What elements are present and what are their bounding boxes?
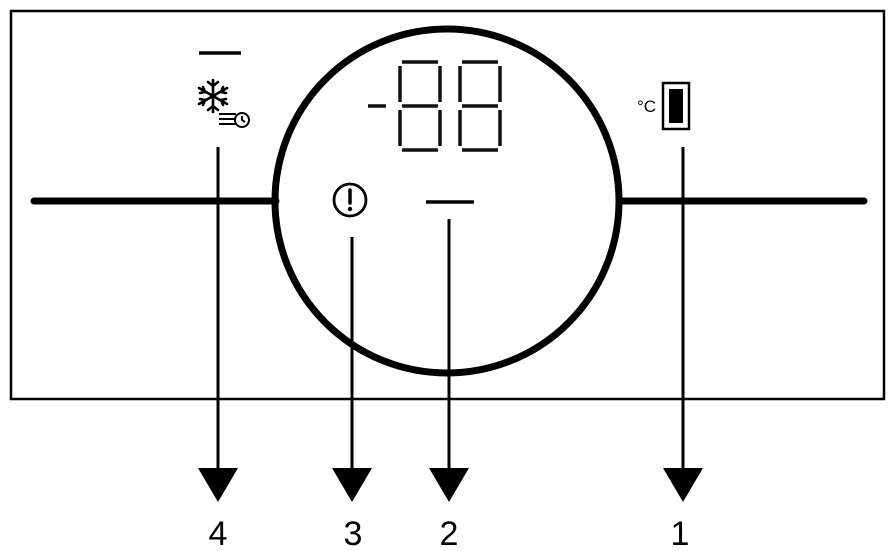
timer-lines-icon [219, 112, 250, 128]
callout-label-4: 4 [209, 515, 228, 551]
temperature-bar-outline [661, 81, 691, 131]
alarm-warning-icon [332, 182, 368, 218]
digit-eight-2 [458, 60, 502, 152]
temperature-bar-icon: °C [637, 81, 691, 131]
temperature-bar-fill [669, 89, 683, 123]
callout-label-1: 1 [671, 515, 690, 551]
callout-1-pointer [663, 147, 703, 502]
callout-4-pointer [198, 147, 238, 502]
callout-label-3: 3 [344, 515, 363, 551]
digit-eight-1 [398, 60, 442, 152]
temperature-unit-label: °C [637, 97, 656, 116]
callout-label-2: 2 [440, 515, 459, 551]
super-freeze-timer-icon [197, 51, 250, 128]
display-ring [271, 25, 623, 377]
callout-3-pointer [332, 237, 372, 502]
callout-2-pointer [429, 219, 469, 502]
temperature-digits [368, 60, 502, 152]
snowflake-icon [197, 78, 229, 114]
